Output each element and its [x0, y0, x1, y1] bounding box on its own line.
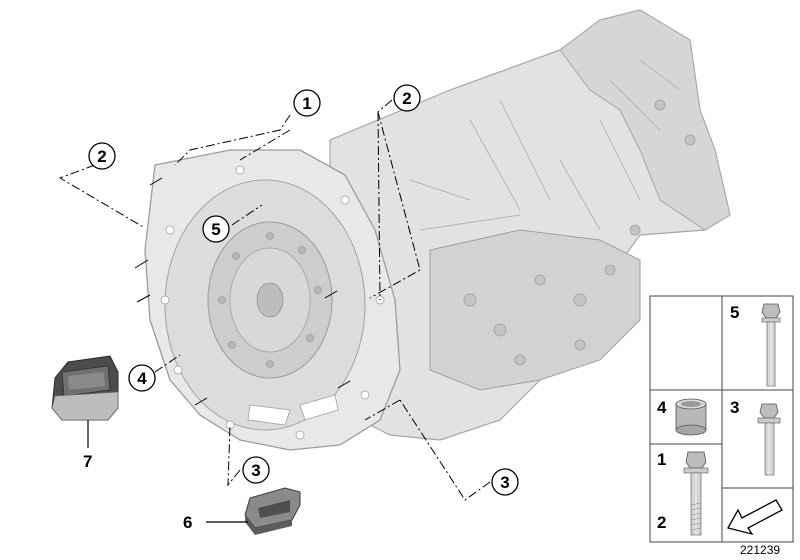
label-7: 7 [83, 452, 92, 471]
solid-leaders [87, 420, 248, 523]
legend-num-3: 3 [730, 398, 739, 417]
callout-3-right: 3 [491, 468, 519, 496]
transmission-tail-section [559, 9, 731, 231]
callout-2-right: 2 [393, 84, 421, 112]
legend-num-5: 5 [730, 303, 739, 322]
legend-bolt-3 [757, 403, 781, 476]
legend-num-4: 4 [657, 398, 667, 417]
bell-rim-holes [160, 165, 385, 440]
callout-4: 4 [128, 364, 156, 392]
transmission-illustration [144, 9, 731, 451]
svg-text:2: 2 [402, 89, 411, 108]
svg-text:3: 3 [500, 473, 509, 492]
converter-hub [256, 282, 284, 318]
legend-sleeve [675, 398, 707, 436]
svg-text:5: 5 [211, 220, 220, 239]
label-6: 6 [183, 513, 192, 532]
legend-bolt-long [761, 303, 781, 387]
legend-bolt-1 [683, 451, 709, 536]
tick-marks [134, 177, 351, 406]
legend-num-1: 1 [657, 450, 666, 469]
bell-windows [247, 394, 339, 426]
svg-text:4: 4 [137, 369, 147, 388]
valve-body-bosses [463, 99, 696, 366]
leader-lines [58, 99, 491, 501]
svg-text:1: 1 [302, 94, 311, 113]
arrow-symbol [727, 499, 783, 536]
transmission-valve-body [429, 229, 641, 391]
svg-text:3: 3 [251, 461, 260, 480]
callout-2-left: 2 [88, 142, 116, 170]
svg-text:2: 2 [97, 147, 106, 166]
converter-bolts [218, 232, 322, 368]
legend-panel: 5 4 3 1 2 [649, 295, 794, 543]
legend-num-2: 2 [657, 513, 666, 532]
part-7-mount [51, 355, 119, 421]
callout-3-left: 3 [242, 456, 270, 484]
housing-ribs [409, 59, 681, 231]
part-6-bracket [244, 487, 301, 535]
diagram-number: 221239 [740, 543, 780, 557]
callout-1: 1 [293, 89, 321, 117]
callout-5: 5 [202, 215, 230, 243]
